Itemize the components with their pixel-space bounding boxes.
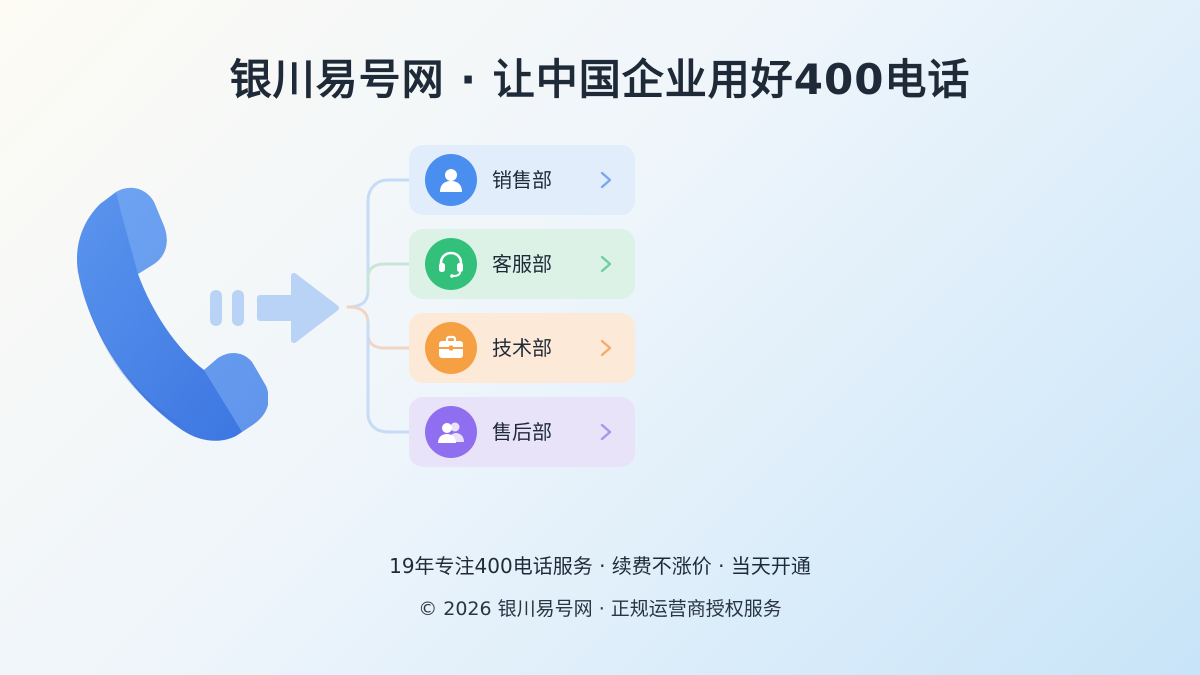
dept-label: 销售部	[492, 168, 552, 192]
dept-card-service[interactable]: 客服部	[409, 229, 635, 299]
dept-card-aftersales[interactable]: 售后部	[409, 397, 635, 467]
dept-card-sales[interactable]: 销售部	[409, 145, 635, 215]
chevron-right-icon	[600, 171, 612, 189]
chevron-right-icon	[600, 255, 612, 273]
phone-handset-icon	[77, 187, 268, 441]
users-icon	[425, 406, 477, 458]
headset-icon	[425, 238, 477, 290]
footer-tagline: 19年专注400电话服务 · 续费不涨价 · 当天开通	[389, 554, 811, 578]
briefcase-icon	[425, 322, 477, 374]
branch-connector	[346, 178, 415, 434]
page-title: 银川易号网 · 让中国企业用好400电话	[229, 55, 971, 104]
dept-label: 技术部	[492, 336, 552, 360]
footer-copyright: © 2026 银川易号网 · 正规运营商授权服务	[418, 598, 782, 620]
dept-label: 售后部	[492, 420, 552, 444]
flow-arrow-icon	[210, 273, 339, 343]
chevron-right-icon	[600, 423, 612, 441]
user-icon	[425, 154, 477, 206]
dept-card-tech[interactable]: 技术部	[409, 313, 635, 383]
dept-label: 客服部	[492, 252, 552, 276]
chevron-right-icon	[600, 339, 612, 357]
